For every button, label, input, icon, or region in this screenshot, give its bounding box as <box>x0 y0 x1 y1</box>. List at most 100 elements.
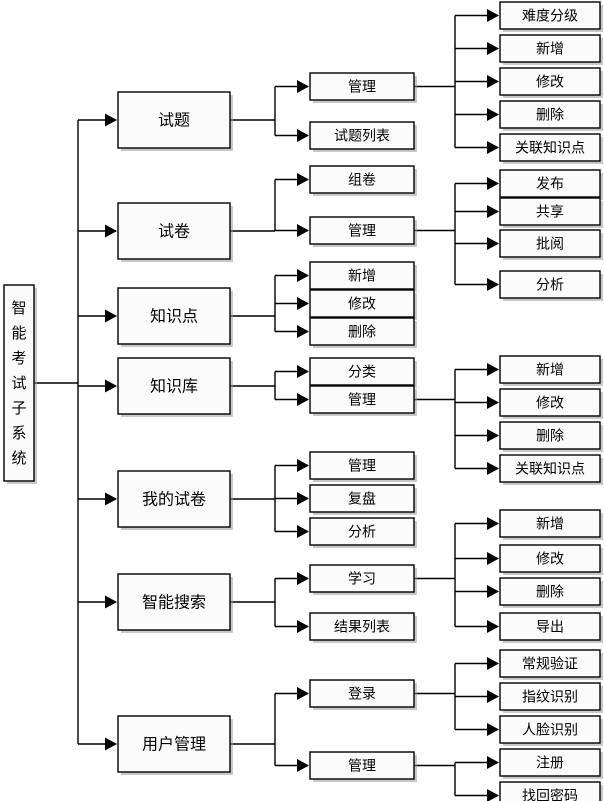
node-box[interactable] <box>309 564 415 593</box>
node-l2-10[interactable]: 复盘 <box>309 484 417 515</box>
node-l3-15[interactable]: 删除 <box>499 577 603 608</box>
node-l2-9[interactable]: 管理 <box>309 451 417 482</box>
node-l2-15[interactable]: 管理 <box>309 751 417 782</box>
node-l3-5[interactable]: 发布 <box>499 169 603 200</box>
node-box[interactable] <box>309 289 415 318</box>
node-box[interactable] <box>499 577 601 606</box>
node-box[interactable] <box>499 781 601 801</box>
node-label: 组卷 <box>348 173 376 189</box>
node-box[interactable] <box>309 451 415 480</box>
node-label: 分析 <box>348 525 376 541</box>
node-l3-18[interactable]: 指纹识别 <box>499 682 603 713</box>
node-l3-10[interactable]: 修改 <box>499 388 603 419</box>
node-box[interactable] <box>309 216 415 245</box>
node-box[interactable] <box>499 197 601 226</box>
node-l3-0[interactable]: 难度分级 <box>499 1 603 32</box>
node-label: 删除 <box>536 429 564 445</box>
node-l2-11[interactable]: 分析 <box>309 517 417 548</box>
node-box[interactable] <box>309 517 415 546</box>
node-box[interactable] <box>499 544 601 573</box>
node-box[interactable] <box>499 388 601 417</box>
node-box[interactable] <box>309 261 415 290</box>
node-l2-1[interactable]: 试题列表 <box>309 121 417 152</box>
node-l2-12[interactable]: 学习 <box>309 564 417 595</box>
node-box[interactable] <box>499 612 601 641</box>
node-box[interactable] <box>309 484 415 513</box>
node-box[interactable] <box>499 229 601 258</box>
node-l3-8[interactable]: 分析 <box>499 270 603 301</box>
node-box[interactable] <box>499 509 601 538</box>
arrow-head-icon <box>487 552 499 565</box>
node-box[interactable] <box>117 202 231 260</box>
node-box[interactable] <box>309 165 415 194</box>
node-box[interactable] <box>309 385 415 414</box>
node-box[interactable] <box>499 748 601 777</box>
node-l3-12[interactable]: 关联知识点 <box>499 454 603 485</box>
node-box[interactable] <box>499 682 601 711</box>
node-box[interactable] <box>499 100 601 129</box>
arrow-head-icon <box>487 363 499 376</box>
node-box[interactable] <box>309 751 415 780</box>
node-box[interactable] <box>3 284 35 482</box>
node-l2-2[interactable]: 组卷 <box>309 165 417 196</box>
node-l3-21[interactable]: 找回密码 <box>499 781 603 801</box>
node-l3-19[interactable]: 人脸识别 <box>499 715 603 746</box>
node-box[interactable] <box>117 357 231 415</box>
node-l1-0[interactable]: 试题 <box>117 91 233 151</box>
node-l3-11[interactable]: 删除 <box>499 421 603 452</box>
node-box[interactable] <box>117 91 231 149</box>
node-l2-14[interactable]: 登录 <box>309 679 417 710</box>
node-box[interactable] <box>499 355 601 384</box>
node-box[interactable] <box>499 270 601 299</box>
node-box[interactable] <box>499 133 601 162</box>
node-l3-6[interactable]: 共享 <box>499 197 603 228</box>
node-box[interactable] <box>309 357 415 386</box>
node-root[interactable]: 智能考试子系统 <box>3 284 37 484</box>
node-l3-17[interactable]: 常规验证 <box>499 649 603 680</box>
node-l2-6[interactable]: 删除 <box>309 317 417 348</box>
node-box[interactable] <box>117 470 231 528</box>
node-box[interactable] <box>309 679 415 708</box>
node-box[interactable] <box>309 72 415 101</box>
node-l1-1[interactable]: 试卷 <box>117 202 233 262</box>
node-box[interactable] <box>499 169 601 198</box>
node-box[interactable] <box>117 573 231 631</box>
node-l2-0[interactable]: 管理 <box>309 72 417 103</box>
node-box[interactable] <box>499 421 601 450</box>
node-l3-7[interactable]: 批阅 <box>499 229 603 260</box>
node-box[interactable] <box>117 287 231 345</box>
node-l1-6[interactable]: 用户管理 <box>117 715 233 775</box>
node-l1-3[interactable]: 知识库 <box>117 357 233 417</box>
node-l2-13[interactable]: 结果列表 <box>309 612 417 643</box>
node-box[interactable] <box>499 1 601 30</box>
node-box[interactable] <box>499 649 601 678</box>
node-l3-9[interactable]: 新增 <box>499 355 603 386</box>
node-l3-3[interactable]: 删除 <box>499 100 603 131</box>
node-l3-13[interactable]: 新增 <box>499 509 603 540</box>
node-l3-16[interactable]: 导出 <box>499 612 603 643</box>
node-box[interactable] <box>499 715 601 744</box>
node-l3-14[interactable]: 修改 <box>499 544 603 575</box>
node-l1-2[interactable]: 知识点 <box>117 287 233 347</box>
arrow-head-icon <box>297 492 309 505</box>
node-l3-20[interactable]: 注册 <box>499 748 603 779</box>
node-box[interactable] <box>309 121 415 150</box>
node-l3-2[interactable]: 修改 <box>499 67 603 98</box>
node-l2-7[interactable]: 分类 <box>309 357 417 388</box>
node-l1-4[interactable]: 我的试卷 <box>117 470 233 530</box>
node-box[interactable] <box>499 454 601 483</box>
node-l3-4[interactable]: 关联知识点 <box>499 133 603 164</box>
node-l1-5[interactable]: 智能搜索 <box>117 573 233 633</box>
node-l2-4[interactable]: 新增 <box>309 261 417 292</box>
node-box[interactable] <box>309 317 415 346</box>
node-l2-3[interactable]: 管理 <box>309 216 417 247</box>
arrow-head-icon <box>487 690 499 703</box>
node-l2-5[interactable]: 修改 <box>309 289 417 320</box>
arrow-head-icon <box>105 113 117 127</box>
node-box[interactable] <box>499 67 601 96</box>
node-box[interactable] <box>499 34 601 63</box>
node-l2-8[interactable]: 管理 <box>309 385 417 416</box>
node-box[interactable] <box>117 715 231 773</box>
node-box[interactable] <box>309 612 415 641</box>
node-l3-1[interactable]: 新增 <box>499 34 603 65</box>
